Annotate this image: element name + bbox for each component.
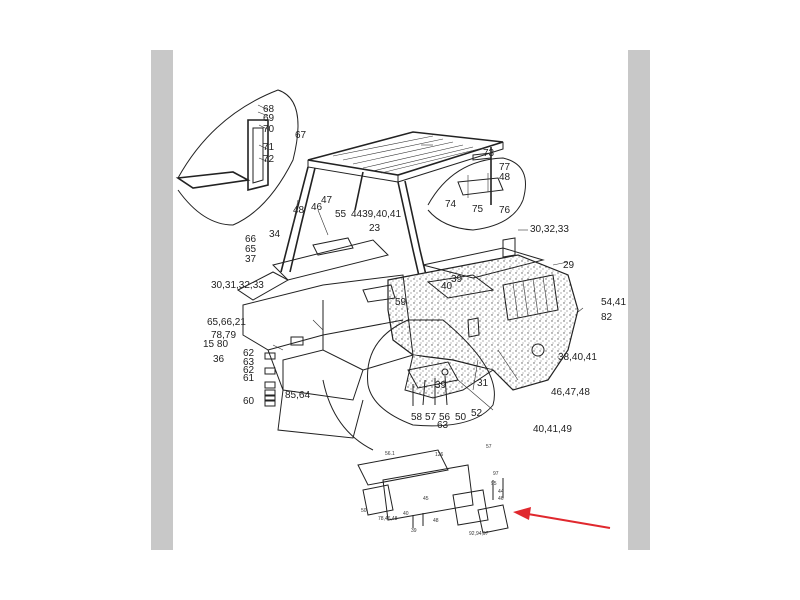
right-gray-margin (628, 50, 650, 550)
label-46: 46 (311, 202, 323, 213)
label-47: 47 (321, 195, 333, 206)
inset-label-11: 40 (403, 511, 409, 517)
inset-label-13: 48 (433, 518, 439, 524)
label-6566: 65,66,21 (207, 317, 246, 328)
label-60: 60 (243, 396, 255, 407)
label-384041: 38,40,41 (558, 352, 597, 363)
label-66: 66 (245, 234, 257, 245)
label-50: 50 (455, 412, 467, 423)
label-404149: 40,41,49 (533, 424, 572, 435)
inset-label-6: 44 (498, 489, 504, 495)
label-37: 37 (245, 254, 257, 265)
label-59: 59 (395, 297, 407, 308)
label-8564: 85,64 (285, 390, 310, 401)
label-57: 57 (425, 412, 437, 423)
label-76: 76 (499, 205, 511, 216)
label-52: 52 (471, 408, 483, 419)
label-48b: 48 (499, 172, 511, 183)
label-23: 23 (369, 223, 381, 234)
label-40: 40 (441, 281, 453, 292)
label-75: 75 (472, 204, 484, 215)
inset-label-4: 97 (493, 471, 499, 477)
inset-label-3: 57 (486, 444, 492, 450)
label-63: 63 (243, 357, 255, 368)
label-82: 82 (601, 312, 613, 323)
lower-bracket-inset (357, 449, 509, 534)
label-39b: 39 (435, 380, 447, 391)
label-7879: 78,79 (211, 330, 236, 341)
inset-label-10: 45 (423, 496, 429, 502)
inset-label-2: 126 (435, 452, 444, 458)
left-small-parts (264, 352, 276, 407)
label-303233: 30,32,33 (530, 224, 569, 235)
label-62: 62 (243, 348, 255, 359)
label-77: 77 (499, 162, 511, 173)
label-4439: 4439,40,41 (351, 209, 401, 220)
label-65: 65 (245, 244, 257, 255)
label-73: 73 (483, 148, 495, 159)
rear-detail-inset (322, 319, 495, 451)
lower-inset-labels: 56.1 126 57 97 95 44 46 50 78,46,48 45 4… (361, 444, 504, 537)
label-71: 71 (263, 142, 275, 153)
inset-label-12: 39 (411, 528, 417, 534)
label-31: 31 (477, 378, 489, 389)
label-30313233: 30,31,32,33 (211, 280, 264, 291)
label-55: 55 (335, 209, 347, 220)
label-63b: 63 (437, 420, 449, 431)
fork-inset (175, 89, 299, 226)
label-69: 69 (263, 113, 275, 124)
chassis-frame (237, 237, 414, 439)
label-70: 70 (263, 124, 275, 135)
inset-label-14: 92,94,97 (469, 531, 489, 537)
inset-label-1: 56.1 (385, 451, 395, 457)
grille (502, 274, 559, 321)
inset-label-5: 95 (491, 481, 497, 487)
label-5441: 54,41 (601, 297, 626, 308)
label-464748: 46,47,48 (551, 387, 590, 398)
label-56: 56 (439, 412, 451, 423)
label-34: 34 (269, 229, 281, 240)
inset-label-9: 78,46,48 (378, 516, 398, 522)
label-1580: 15 80 (203, 339, 228, 350)
part-number-labels: 68 69 70 71 72 67 47 48 46 55 4439,40,41… (203, 104, 626, 435)
label-39: 39 (451, 274, 463, 285)
label-68: 68 (263, 104, 275, 115)
label-74: 74 (445, 199, 457, 210)
inset-label-8: 50 (361, 508, 367, 514)
label-48: 48 (293, 205, 305, 216)
label-29: 29 (563, 260, 575, 271)
label-62b: 62 (243, 365, 255, 376)
parts-diagram-sheet: 68 69 70 71 72 67 47 48 46 55 4439,40,41… (173, 50, 628, 550)
label-61: 61 (243, 373, 255, 384)
left-gray-margin (151, 50, 173, 550)
label-36: 36 (213, 354, 225, 365)
label-72: 72 (263, 154, 275, 165)
inset-label-7: 46 (498, 496, 504, 502)
annotation-arrow (513, 507, 611, 529)
leader-lines (272, 144, 584, 411)
forklift-exploded-view: 68 69 70 71 72 67 47 48 46 55 4439,40,41… (175, 89, 626, 537)
label-67: 67 (295, 130, 307, 141)
bracket-inset (427, 152, 526, 231)
label-58: 58 (411, 412, 423, 423)
